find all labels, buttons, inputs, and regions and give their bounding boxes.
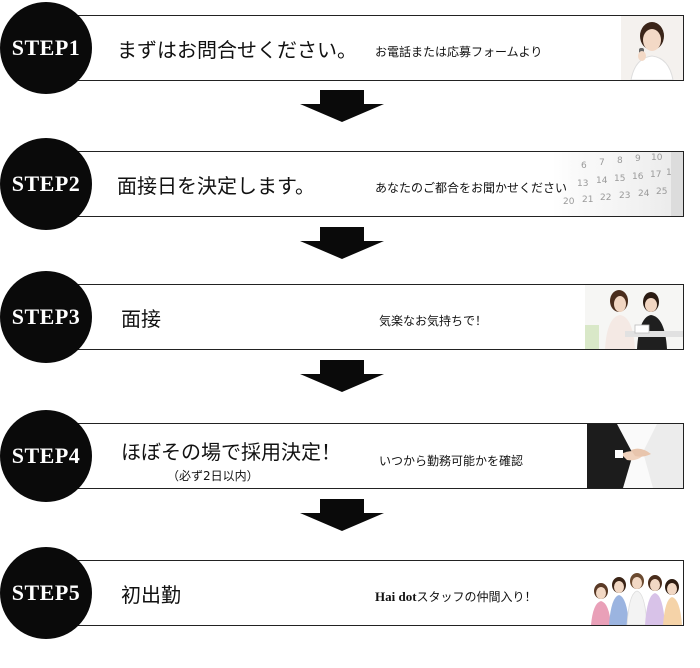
step-note-text: スタッフの仲間入り！ — [416, 590, 537, 604]
step-4: STEP4 ほぼその場で採用決定！ （必ず2日以内） いつから勤務可能かを確認 — [0, 408, 700, 504]
step-badge: STEP4 — [0, 410, 92, 502]
svg-text:7: 7 — [599, 158, 605, 168]
step-1: STEP1 まずはお問合せください。 お電話または応募フォームより — [0, 0, 700, 96]
down-arrow-icon — [300, 90, 384, 122]
svg-text:21: 21 — [582, 195, 593, 205]
down-arrow-icon — [300, 360, 384, 392]
interview-icon — [585, 285, 683, 349]
staff-group-icon — [587, 561, 683, 625]
step-note: いつから勤務可能かを確認 — [379, 454, 524, 468]
step-note: 気楽なお気持ちで！ — [379, 314, 488, 328]
down-arrow-icon — [300, 499, 384, 531]
step-box: まずはお問合せください。 お電話または応募フォームより — [70, 15, 684, 81]
step-3: STEP3 面接 気楽なお気持ちで！ — [0, 269, 700, 365]
step-badge: STEP3 — [0, 271, 92, 363]
step-5: STEP5 初出勤 Hai dotスタッフの仲間入り！ — [0, 545, 700, 641]
svg-text:13: 13 — [577, 179, 588, 189]
svg-text:25: 25 — [656, 187, 667, 197]
svg-text:16: 16 — [632, 172, 644, 182]
svg-text:8: 8 — [617, 156, 623, 166]
handshake-icon — [587, 424, 683, 488]
svg-text:15: 15 — [614, 174, 625, 184]
step-title: まずはお問合せください。 — [117, 38, 357, 62]
step-note: あなたのご都合をお聞かせください — [375, 181, 568, 195]
svg-text:23: 23 — [619, 191, 630, 201]
step-badge: STEP2 — [0, 138, 92, 230]
svg-text:6: 6 — [581, 161, 587, 171]
step-title: 初出勤 — [121, 583, 181, 607]
step-note: Hai dotスタッフの仲間入り！ — [375, 588, 537, 605]
step-subtitle: （必ず2日以内） — [167, 469, 259, 483]
step-box: ほぼその場で採用決定！ （必ず2日以内） いつから勤務可能かを確認 — [70, 423, 684, 489]
down-arrow-icon — [300, 227, 384, 259]
step-note: お電話または応募フォームより — [375, 45, 543, 59]
svg-text:9: 9 — [635, 154, 641, 164]
brand-name: Hai dot — [375, 589, 417, 604]
svg-text:24: 24 — [638, 189, 650, 199]
svg-text:14: 14 — [596, 176, 608, 186]
step-box: 初出勤 Hai dotスタッフの仲間入り！ — [70, 560, 684, 626]
step-box: 面接 気楽なお気持ちで！ — [70, 284, 684, 350]
woman-on-phone-icon — [621, 16, 683, 80]
svg-text:20: 20 — [563, 197, 575, 207]
step-badge: STEP5 — [0, 547, 92, 639]
step-badge: STEP1 — [0, 2, 92, 94]
step-title: 面接 — [121, 307, 161, 331]
svg-text:17: 17 — [650, 170, 661, 180]
step-title: ほぼその場で採用決定！ — [121, 440, 341, 464]
step-title: 面接日を決定します。 — [117, 174, 315, 198]
svg-text:10: 10 — [651, 153, 663, 163]
svg-text:22: 22 — [600, 193, 611, 203]
